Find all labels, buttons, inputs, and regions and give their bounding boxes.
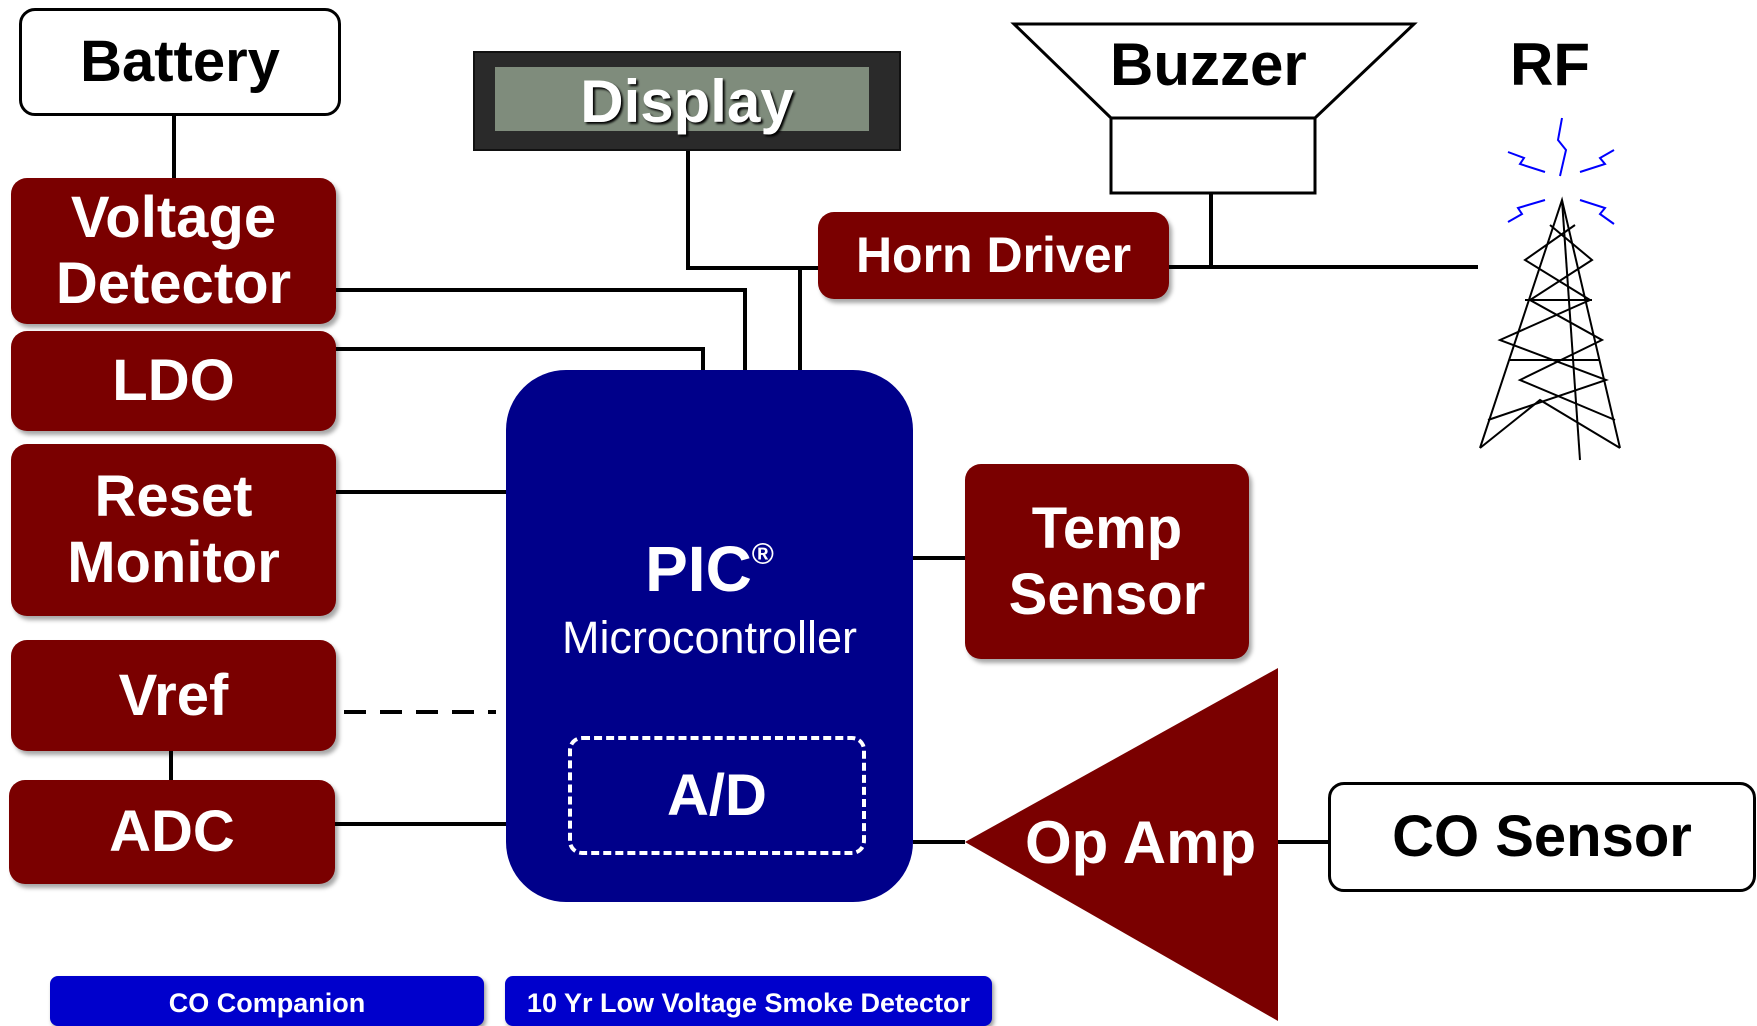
tab-smoke-detector[interactable]: 10 Yr Low Voltage Smoke Detector xyxy=(505,976,992,1026)
tab-co-companion[interactable]: CO Companion xyxy=(50,976,484,1026)
reset-monitor-line1: Reset xyxy=(94,464,253,530)
voltage-detector-line1: Voltage xyxy=(70,185,277,251)
ldo-block: LDO xyxy=(11,331,336,431)
mcu-title: PIC® xyxy=(506,532,913,606)
display-label: Display xyxy=(580,67,794,135)
temp-sensor-block: Temp Sensor xyxy=(965,464,1249,659)
adc-label: ADC xyxy=(109,799,235,865)
battery-label: Battery xyxy=(80,29,280,95)
antenna-tower-icon xyxy=(1479,196,1621,461)
op-amp-label: Op Amp xyxy=(1025,809,1257,876)
temp-sensor-line1: Temp xyxy=(1031,495,1183,561)
mcu-subtitle: Microcontroller xyxy=(561,612,858,663)
voltage-detector-wire xyxy=(335,288,747,372)
co-sensor-label: CO Sensor xyxy=(1392,804,1692,870)
antenna-spark-icon xyxy=(1507,117,1615,225)
registered-mark: ® xyxy=(751,538,774,571)
reset-monitor-line2: Monitor xyxy=(67,530,280,595)
ad-label: A/D xyxy=(667,763,767,828)
horn-driver-block: Horn Driver xyxy=(818,212,1169,299)
pic-microcontroller-block: PIC® Microcontroller A/D xyxy=(506,370,913,902)
reset-monitor-block: Reset Monitor xyxy=(11,444,336,616)
temp-sensor-line2: Sensor xyxy=(1008,561,1206,627)
co-sensor-block: CO Sensor xyxy=(1328,782,1756,892)
buzzer-label: Buzzer xyxy=(1110,31,1307,98)
tab-co-companion-label: CO Companion xyxy=(168,988,366,1018)
op-amp-shape xyxy=(965,668,1278,1021)
display-wire xyxy=(686,150,818,270)
voltage-detector-line2: Detector xyxy=(55,251,292,316)
rf-label: RF xyxy=(1510,31,1590,98)
lcd-display-icon: Display xyxy=(473,51,901,151)
horn-driver-label: Horn Driver xyxy=(855,227,1132,284)
ad-converter-block: A/D xyxy=(568,736,866,855)
vref-block: Vref xyxy=(11,640,336,751)
vref-label: Vref xyxy=(118,662,229,728)
battery-block: Battery xyxy=(19,8,341,116)
adc-block: ADC xyxy=(9,780,335,884)
mcu-name: PIC xyxy=(645,533,752,605)
ldo-label: LDO xyxy=(112,348,235,414)
voltage-detector-block: Voltage Detector xyxy=(11,178,336,324)
tab-smoke-detector-label: 10 Yr Low Voltage Smoke Detector xyxy=(526,988,971,1018)
speaker-icon xyxy=(1010,22,1418,195)
ldo-wire xyxy=(335,347,705,372)
